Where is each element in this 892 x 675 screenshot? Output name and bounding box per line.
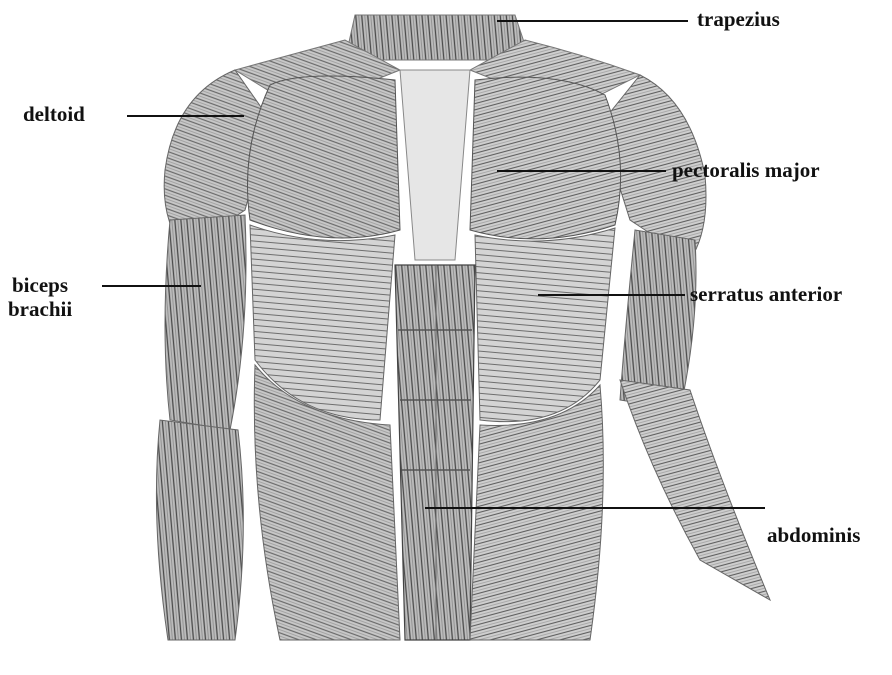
label-pectoralis-major: pectoralis major	[672, 159, 820, 182]
right-oblique	[470, 385, 603, 640]
label-biceps-line1: biceps	[12, 274, 68, 297]
label-abdominis: abdominis	[767, 524, 860, 547]
right-forearm	[620, 380, 770, 600]
right-pectoralis	[470, 77, 621, 239]
left-pectoralis	[248, 76, 401, 238]
label-biceps-line2: brachii	[8, 298, 72, 321]
left-forearm	[156, 420, 243, 640]
label-deltoid: deltoid	[23, 103, 85, 126]
label-trapezius: trapezius	[697, 8, 780, 31]
left-upper-arm	[165, 215, 246, 430]
abdominis-muscle	[395, 265, 475, 640]
label-serratus-anterior: serratus anterior	[690, 283, 842, 306]
